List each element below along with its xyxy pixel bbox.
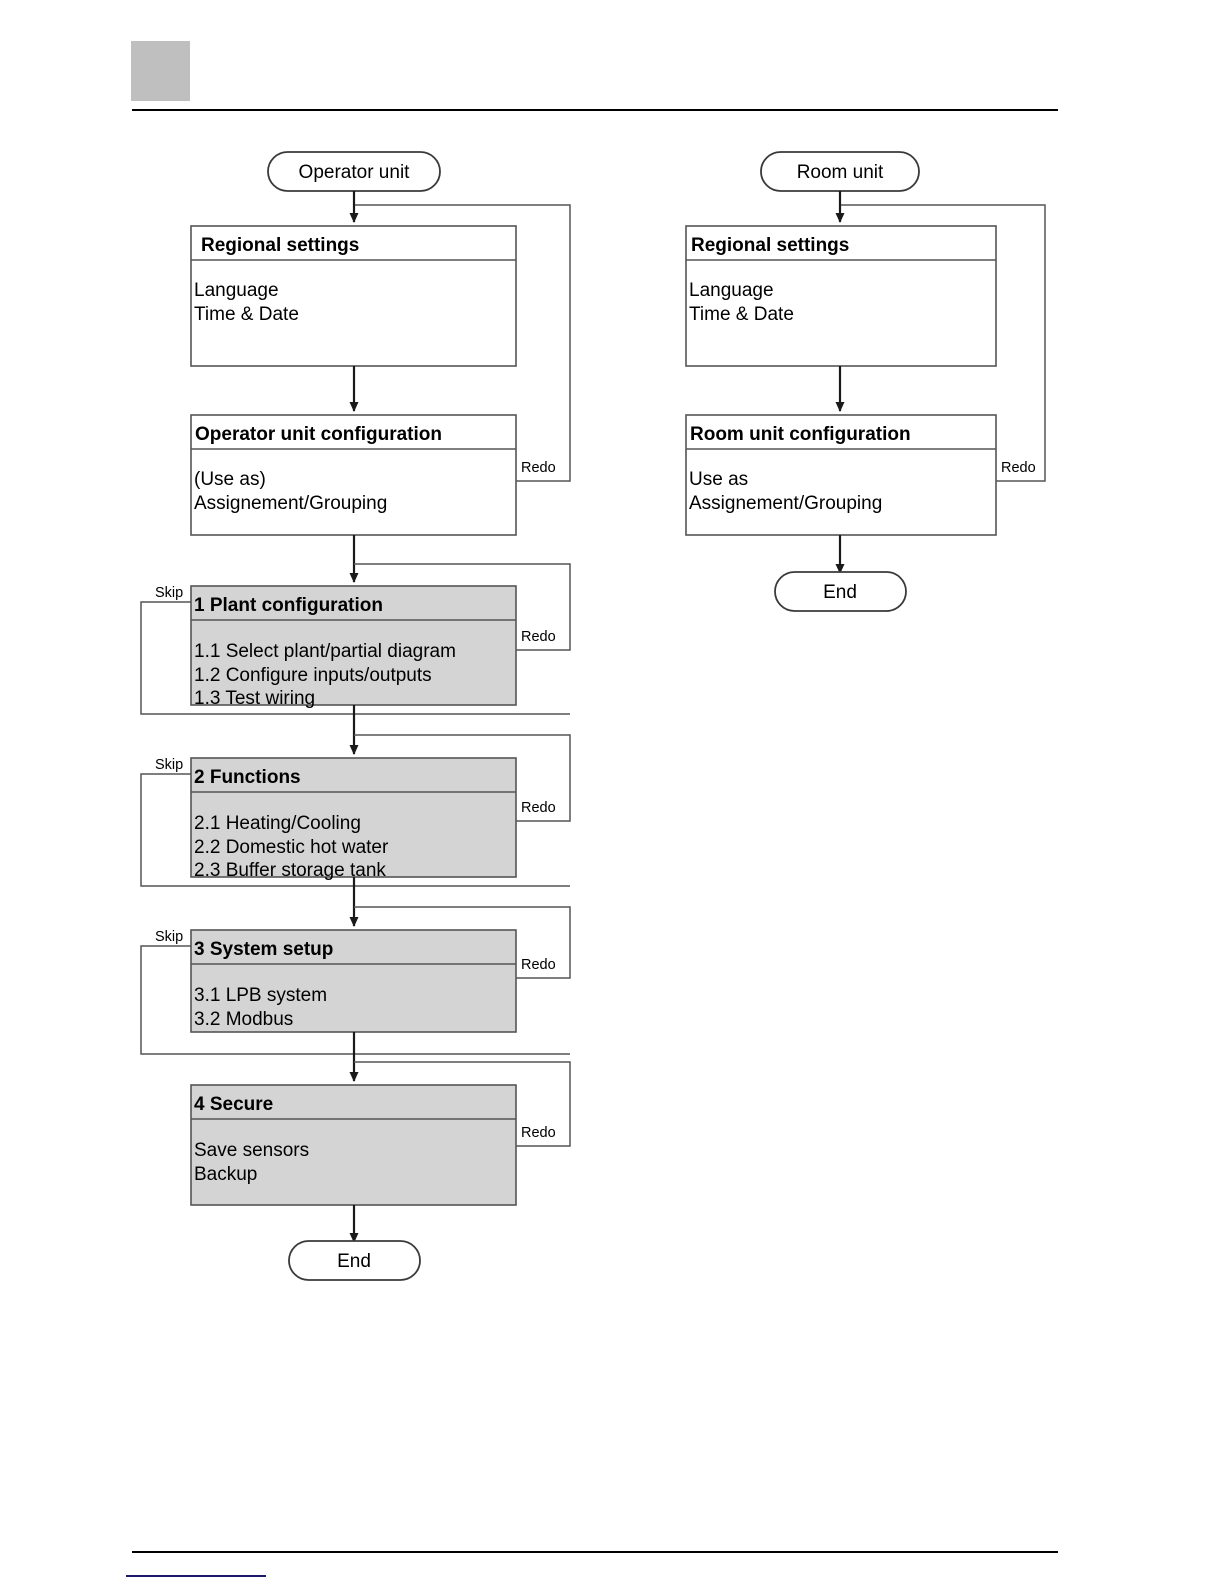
redo-path-secure	[354, 1061, 571, 1147]
regional-settings-room-item-1: Time & Date	[689, 304, 794, 325]
redo-label-room-unit-config: Redo	[1001, 460, 1036, 476]
node-room-unit-configuration[interactable]: Room unit configuration Use as Assigneme…	[685, 414, 997, 536]
plant-configuration-item-0: 1.1 Select plant/partial diagram	[194, 641, 456, 662]
node-regional-settings[interactable]: Regional settings Language Time & Date	[190, 225, 517, 367]
room-unit-configuration-item-0: Use as	[689, 469, 748, 490]
operator-unit-configuration-title: Operator unit configuration	[195, 424, 442, 445]
redo-path-system-setup	[354, 906, 571, 979]
operator-unit-configuration-item-1: Assignement/Grouping	[194, 493, 387, 514]
footer-rule	[132, 1551, 1058, 1553]
regional-settings-item-0: Language	[194, 280, 279, 301]
functions-title: 2 Functions	[194, 767, 301, 788]
system-setup-item-1: 3.2 Modbus	[194, 1009, 293, 1030]
redo-path-regional-settings-op	[354, 204, 571, 482]
node-start-room-unit[interactable]: Room unit	[760, 151, 920, 192]
redo-path-room-unit-config	[840, 204, 1046, 482]
header-rule	[132, 109, 1058, 111]
redo-label-operator-config: Redo	[521, 460, 556, 476]
functions-item-0: 2.1 Heating/Cooling	[194, 813, 361, 834]
node-plant-configuration[interactable]: 1 Plant configuration 1.1 Select plant/p…	[190, 585, 517, 709]
node-regional-settings-room[interactable]: Regional settings Language Time & Date	[685, 225, 997, 367]
node-system-setup[interactable]: 3 System setup 3.1 LPB system 3.2 Modbus	[190, 929, 517, 1033]
footnote-rule	[126, 1575, 266, 1577]
redo-label-functions: Redo	[521, 800, 556, 816]
regional-settings-item-1: Time & Date	[194, 304, 299, 325]
skip-path-system-setup	[140, 945, 570, 1055]
redo-label-plant-configuration: Redo	[521, 629, 556, 645]
plant-configuration-title: 1 Plant configuration	[194, 595, 383, 616]
secure-item-0: Save sensors	[194, 1140, 309, 1161]
start-operator-unit-label: Operator unit	[299, 162, 411, 183]
skip-label-plant-configuration: Skip	[155, 585, 183, 601]
end-operator-unit-label: End	[337, 1251, 371, 1272]
header-color-block	[131, 41, 190, 101]
redo-path-plant-configuration	[354, 563, 571, 651]
skip-path-plant-configuration	[140, 601, 570, 715]
plant-configuration-item-2: 1.3 Test wiring	[194, 688, 315, 709]
node-start-operator-unit[interactable]: Operator unit	[267, 151, 441, 192]
node-end-room-unit[interactable]: End	[774, 571, 907, 612]
system-setup-item-0: 3.1 LPB system	[194, 985, 327, 1006]
regional-settings-room-item-0: Language	[689, 280, 774, 301]
redo-label-system-setup: Redo	[521, 957, 556, 973]
redo-label-secure: Redo	[521, 1125, 556, 1141]
node-operator-unit-configuration[interactable]: Operator unit configuration (Use as) Ass…	[190, 414, 517, 536]
node-end-operator-unit[interactable]: End	[288, 1240, 421, 1281]
plant-configuration-item-1: 1.2 Configure inputs/outputs	[194, 665, 432, 686]
redo-path-functions	[354, 734, 571, 822]
skip-label-system-setup: Skip	[155, 929, 183, 945]
system-setup-title: 3 System setup	[194, 939, 333, 960]
skip-label-functions: Skip	[155, 757, 183, 773]
secure-title: 4 Secure	[194, 1094, 273, 1115]
room-unit-configuration-item-1: Assignement/Grouping	[689, 493, 882, 514]
secure-item-1: Backup	[194, 1164, 257, 1185]
regional-settings-title: Regional settings	[201, 235, 359, 256]
functions-item-2: 2.3 Buffer storage tank	[194, 860, 386, 881]
start-room-unit-label: Room unit	[797, 162, 884, 183]
functions-item-1: 2.2 Domestic hot water	[194, 837, 389, 858]
operator-unit-configuration-item-0: (Use as)	[194, 469, 266, 490]
skip-path-functions	[140, 773, 570, 887]
room-unit-configuration-title: Room unit configuration	[690, 424, 911, 445]
node-functions[interactable]: 2 Functions 2.1 Heating/Cooling 2.2 Dome…	[190, 757, 517, 881]
node-secure[interactable]: 4 Secure Save sensors Backup	[190, 1084, 517, 1206]
end-room-unit-label: End	[823, 582, 857, 603]
regional-settings-room-title: Regional settings	[691, 235, 849, 256]
